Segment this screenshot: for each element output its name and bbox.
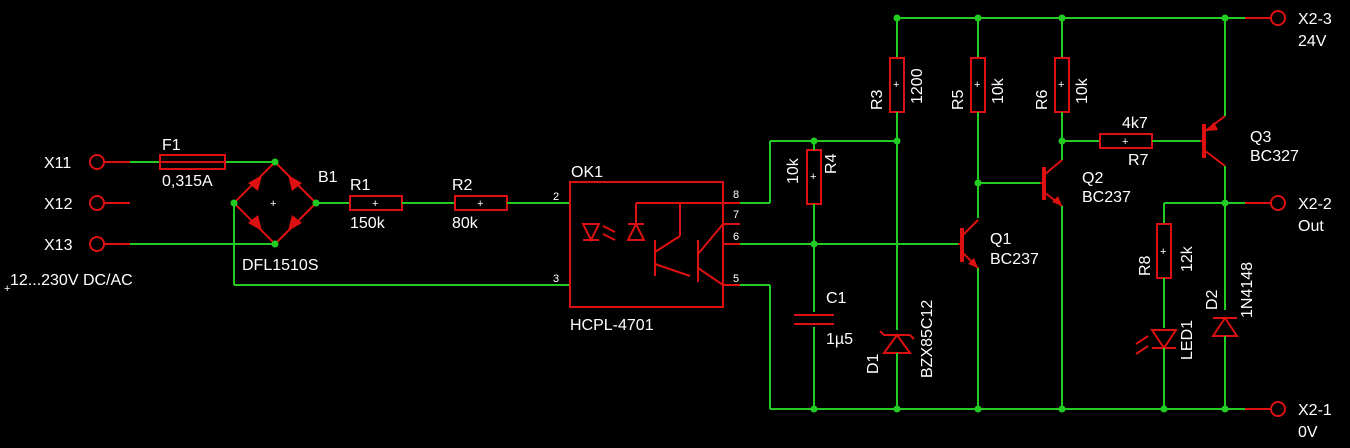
resistor-r2: + R2 80k: [452, 177, 508, 232]
svg-text:Out: Out: [1298, 218, 1324, 235]
svg-text:X13: X13: [44, 237, 73, 254]
svg-text:1200: 1200: [909, 68, 926, 104]
svg-text:OK1: OK1: [571, 164, 603, 181]
svg-text:R7: R7: [1128, 152, 1149, 169]
terminal-x12: X12: [44, 195, 130, 213]
svg-text:+: +: [4, 283, 10, 295]
svg-text:+: +: [1122, 136, 1128, 148]
svg-text:R3: R3: [869, 89, 886, 110]
svg-text:D2: D2: [1204, 289, 1221, 310]
svg-text:R5: R5: [950, 89, 967, 110]
svg-text:1N4148: 1N4148: [1239, 262, 1256, 318]
svg-text:D1: D1: [865, 353, 882, 374]
svg-text:X12: X12: [44, 196, 73, 213]
svg-text:+: +: [477, 198, 483, 210]
svg-text:R2: R2: [452, 177, 473, 194]
svg-text:R4: R4: [823, 153, 840, 174]
resistor-r3: + R3 1200: [869, 57, 926, 113]
svg-text:BZX85C12: BZX85C12: [919, 300, 936, 378]
svg-text:10k: 10k: [1074, 77, 1091, 104]
svg-text:C1: C1: [826, 290, 847, 307]
capacitor-c1: C1 1µ5: [794, 290, 853, 348]
svg-text:+: +: [893, 79, 899, 91]
svg-text:+: +: [810, 171, 816, 183]
terminal-x11: X11: [44, 154, 130, 172]
svg-text:Q3: Q3: [1250, 129, 1271, 146]
terminal-x2-2: X2-2 Out: [1245, 195, 1332, 235]
svg-text:+: +: [974, 79, 980, 91]
svg-text:8: 8: [733, 189, 739, 201]
transistor-q2: Q2 BC237: [1040, 159, 1131, 207]
svg-text:B1: B1: [318, 169, 338, 186]
svg-text:BC237: BC237: [990, 251, 1039, 268]
svg-text:+: +: [1160, 246, 1166, 258]
svg-text:+: +: [372, 198, 378, 210]
svg-text:BC327: BC327: [1250, 148, 1299, 165]
svg-text:150k: 150k: [350, 215, 386, 232]
svg-text:80k: 80k: [452, 215, 479, 232]
zener-d1: D1 BZX85C12: [865, 300, 936, 378]
svg-text:HCPL-4701: HCPL-4701: [570, 317, 654, 334]
svg-text:6: 6: [733, 231, 739, 243]
resistor-r5: + R5 10k: [950, 57, 1007, 113]
svg-text:7: 7: [733, 209, 739, 221]
input-range-label: 12...230V DC/AC: [10, 272, 133, 289]
svg-text:X2-3: X2-3: [1298, 11, 1332, 28]
svg-text:3: 3: [553, 273, 559, 285]
svg-text:+: +: [1058, 79, 1064, 91]
svg-text:+: +: [270, 198, 276, 210]
svg-text:1µ5: 1µ5: [826, 331, 853, 348]
svg-text:R1: R1: [350, 177, 371, 194]
svg-text:24V: 24V: [1298, 33, 1327, 50]
transistor-q3: Q3 BC327: [1200, 115, 1299, 167]
optocoupler-ok1: OK1 HCPL-4701 2 3 8 7 6 5: [553, 164, 740, 334]
svg-text:5: 5: [733, 273, 739, 285]
resistor-r4: + 10k R4: [785, 149, 840, 205]
diode-d2: D2 1N4148: [1204, 262, 1256, 337]
svg-text:0,315A: 0,315A: [162, 173, 213, 190]
svg-text:10k: 10k: [990, 77, 1007, 104]
svg-text:2: 2: [553, 191, 559, 203]
svg-text:X2-2: X2-2: [1298, 196, 1332, 213]
resistor-r7: + 4k7 R7: [1099, 115, 1153, 169]
svg-text:Q1: Q1: [990, 231, 1011, 248]
svg-text:X2-1: X2-1: [1298, 402, 1332, 419]
svg-text:R6: R6: [1034, 89, 1051, 110]
resistor-r8: + R8 12k: [1137, 223, 1196, 279]
svg-text:Q2: Q2: [1082, 170, 1103, 187]
svg-text:DFL1510S: DFL1510S: [242, 257, 319, 274]
bridge-rectifier-b1: + B1 DFL1510S: [233, 161, 338, 274]
fuse-f1: F1 0,315A: [159, 137, 226, 190]
svg-text:4k7: 4k7: [1122, 115, 1148, 132]
svg-text:0V: 0V: [1298, 424, 1318, 441]
led-led1: LED1: [1135, 320, 1196, 360]
svg-text:LED1: LED1: [1179, 320, 1196, 360]
svg-text:X11: X11: [44, 155, 71, 172]
terminal-x13: X13: [44, 236, 130, 254]
svg-text:R8: R8: [1137, 255, 1154, 276]
svg-text:F1: F1: [162, 137, 181, 154]
transistor-q1: Q1 BC237: [958, 219, 1039, 269]
resistor-r1: + R1 150k: [349, 177, 403, 232]
resistor-r6: + R6 10k: [1034, 57, 1091, 113]
svg-text:10k: 10k: [785, 157, 802, 184]
svg-text:BC237: BC237: [1082, 189, 1131, 206]
svg-text:12k: 12k: [1179, 245, 1196, 272]
terminal-x2-3: X2-3 24V: [1245, 10, 1332, 50]
terminal-x2-1: X2-1 0V: [1245, 401, 1332, 441]
